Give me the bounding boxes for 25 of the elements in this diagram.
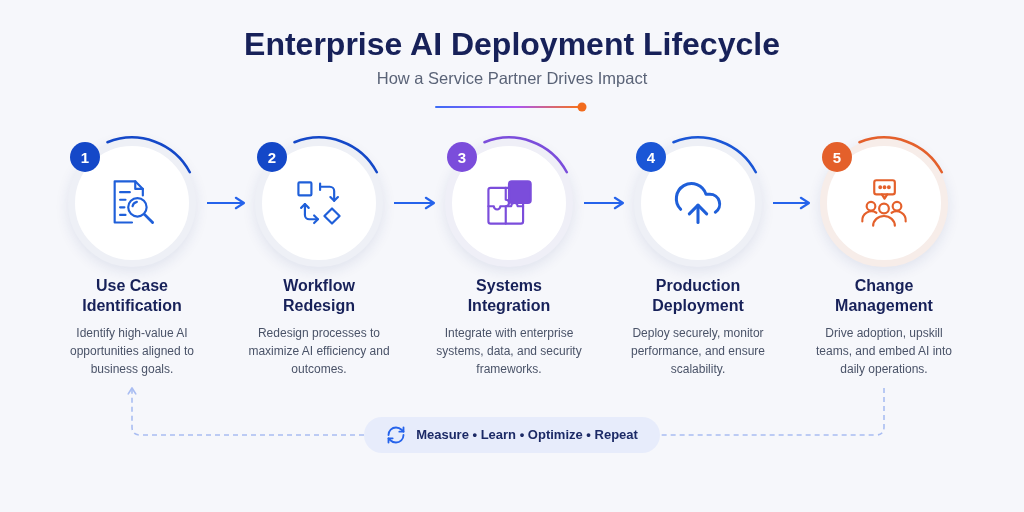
subtitle: How a Service Partner Drives Impact: [376, 68, 648, 89]
step-number: 5: [822, 142, 852, 172]
step-number: 2: [257, 142, 287, 172]
step-description: Deploy securely, monitor performance, and ensure scalability.: [629, 325, 767, 378]
loop-pill: [364, 417, 660, 453]
step-title: Change Management: [834, 276, 934, 316]
step-title: Workflow Redesign: [282, 276, 356, 316]
arrow: [393, 196, 436, 210]
step-title: Systems Integration: [466, 276, 552, 316]
step-number: 1: [70, 142, 100, 172]
title: Enterprise AI Deployment Lifecycle: [244, 25, 780, 63]
step-description: Integrate with enterprise systems, data, and security frameworks.: [435, 325, 583, 378]
step-description: Drive adoption, upskill teams, and embed AI into daily operations.: [814, 325, 954, 378]
step-number: 3: [447, 142, 477, 172]
step-number: 4: [636, 142, 666, 172]
step-title: Production Deployment: [651, 276, 745, 316]
dashed-arrow: [127, 387, 365, 436]
step-title: Use Case Identification: [81, 276, 183, 316]
arrow: [772, 196, 811, 210]
step-description: Identify high-value AI opportunities aligned to business goals.: [68, 325, 196, 378]
loop-label: Measure • Learn • Optimize • Repeat: [416, 426, 638, 445]
dashed-line: [659, 387, 885, 436]
step-description: Redesign processes to maximize AI efficiency and outcomes.: [247, 325, 391, 378]
arrow: [206, 196, 246, 210]
arrow: [583, 196, 625, 210]
